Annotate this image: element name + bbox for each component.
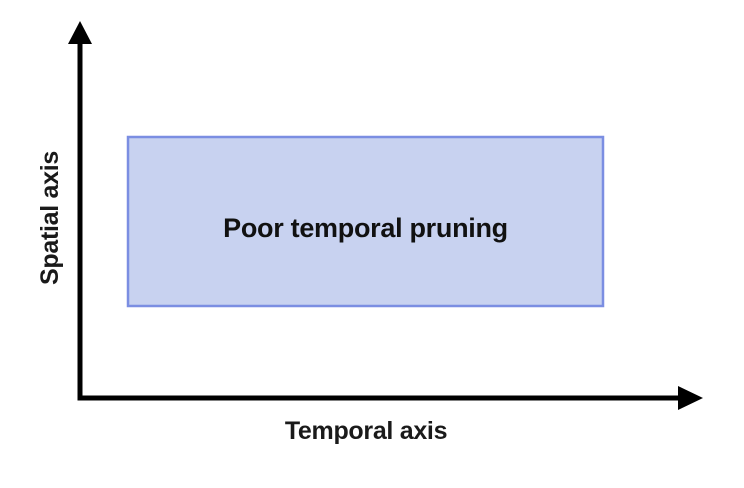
y-axis-arrowhead-icon [68,21,92,44]
pruning-region-label: Poor temporal pruning [223,213,508,243]
pruning-region-box [126,135,605,308]
y-axis-label: Spatial axis [36,151,64,285]
x-axis-arrowhead-icon [678,386,703,410]
x-axis-label: Temporal axis [285,417,447,445]
